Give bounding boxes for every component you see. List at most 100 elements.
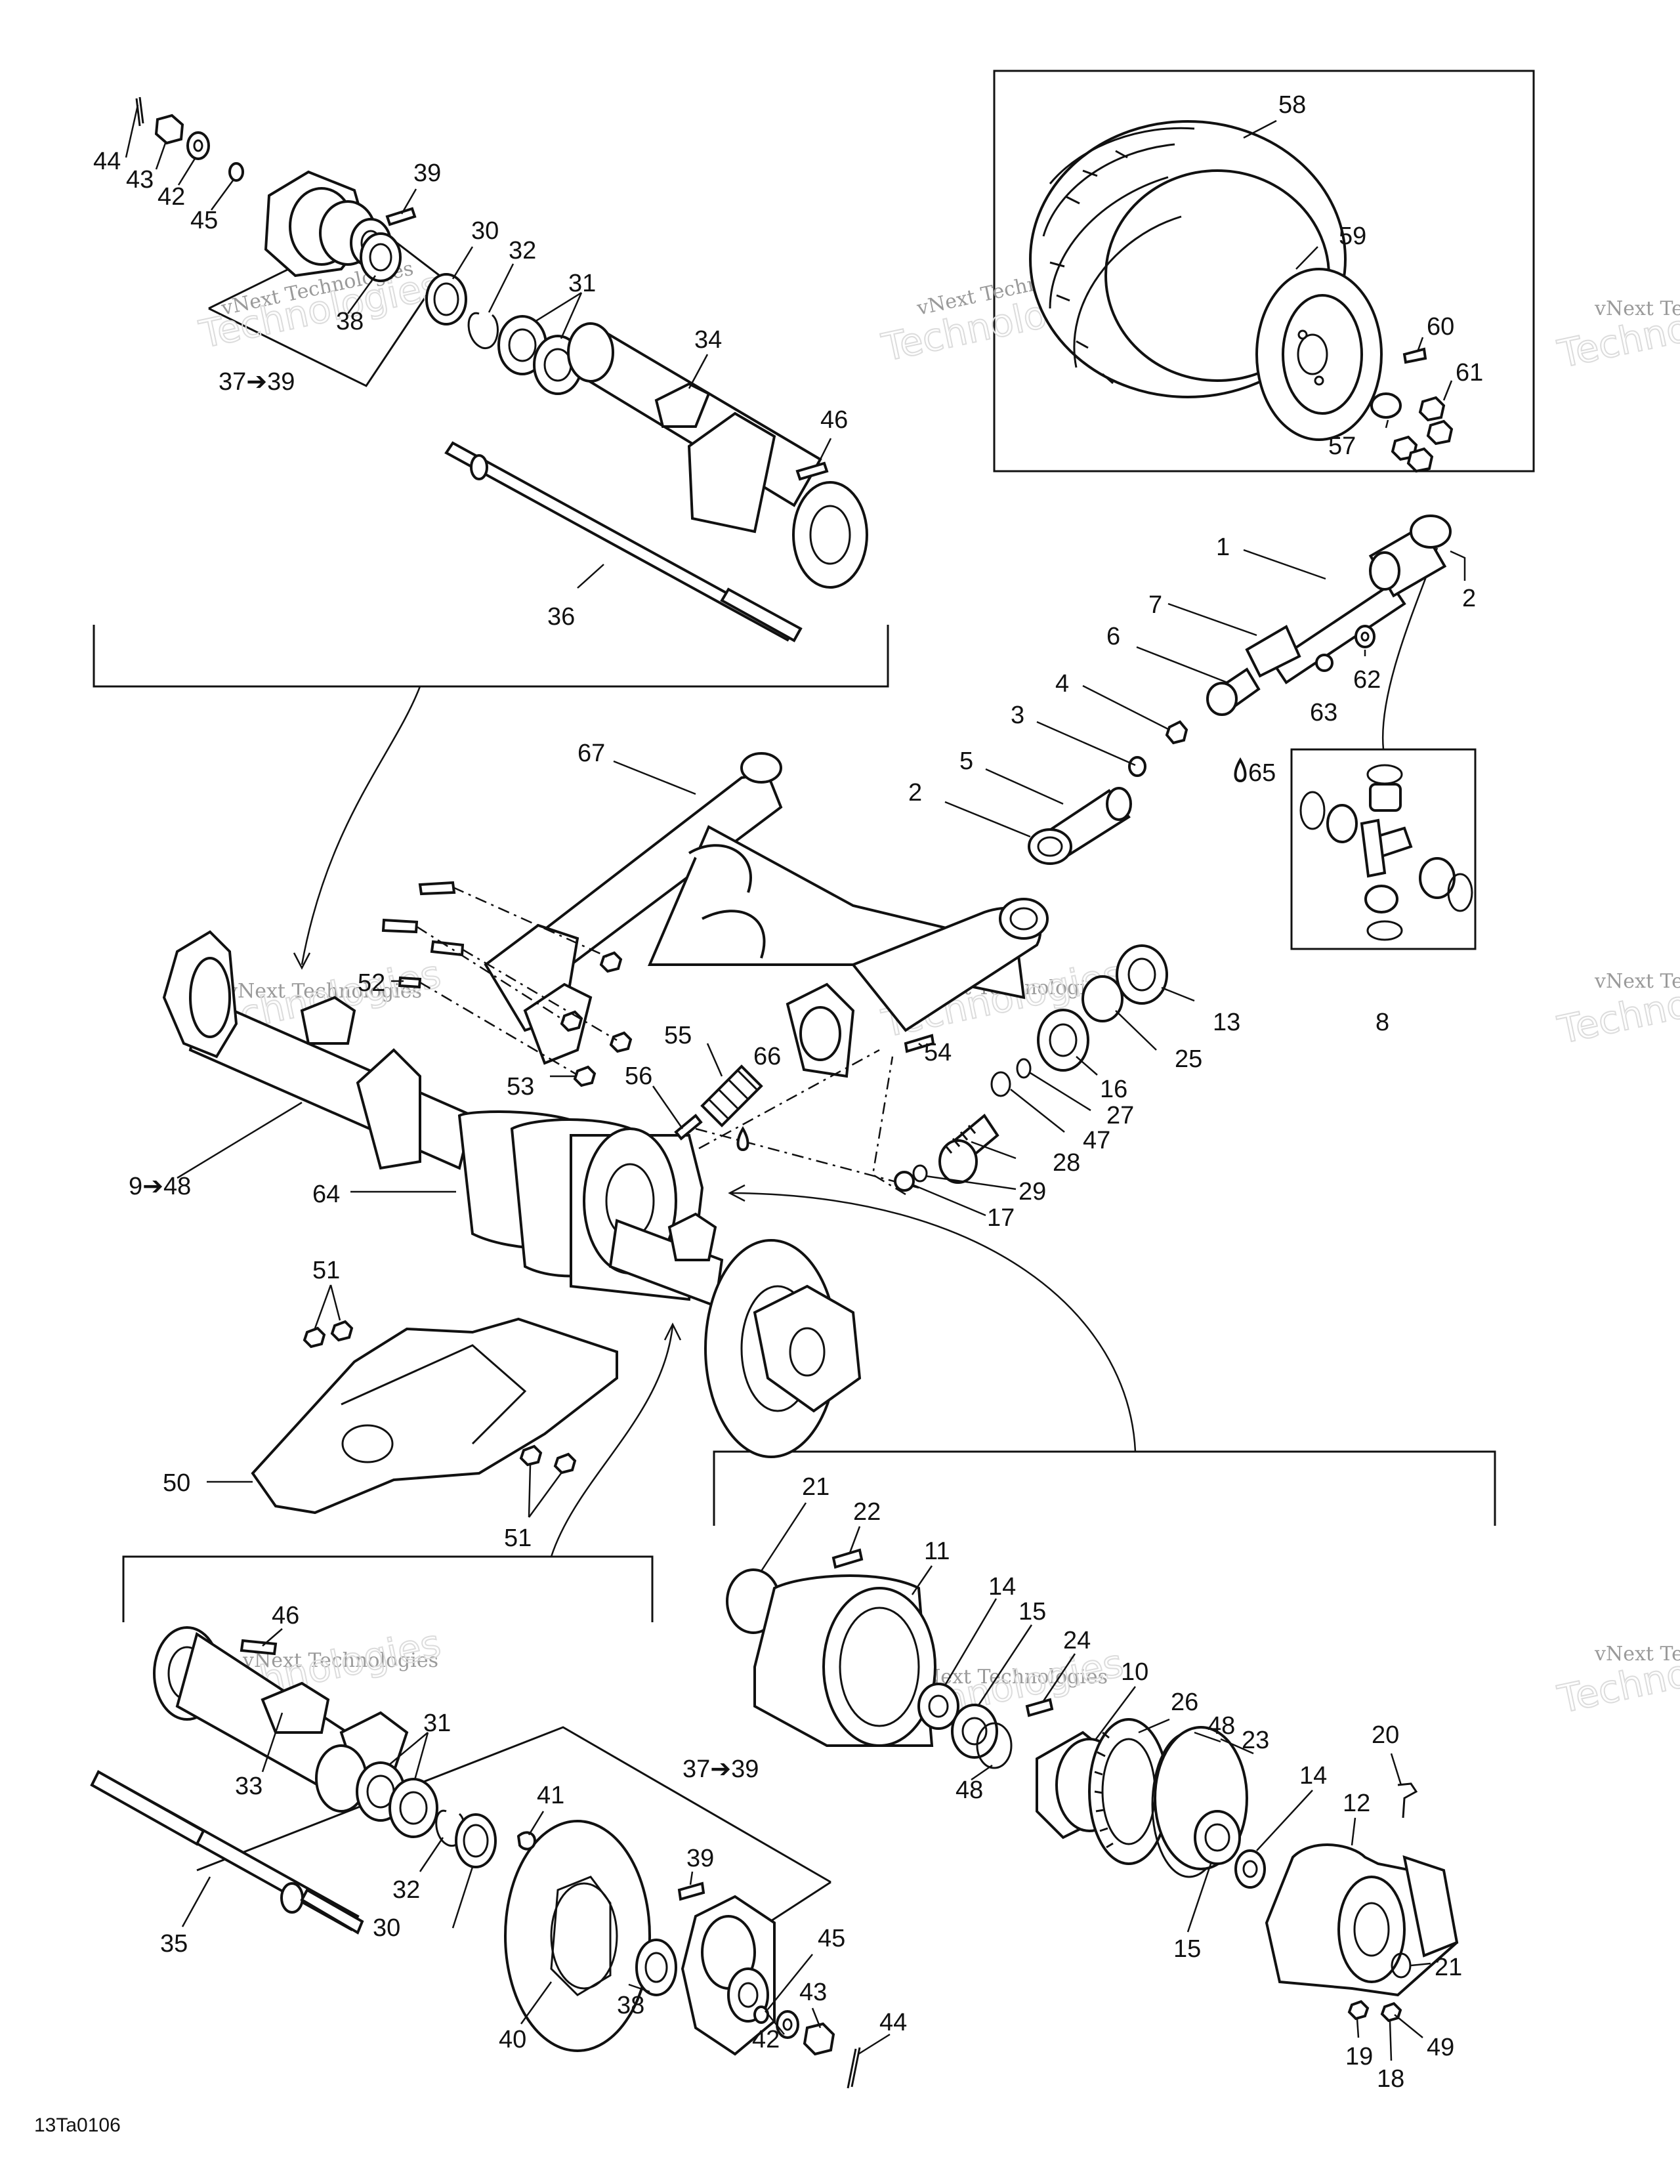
callout-60: 60 bbox=[1427, 313, 1454, 341]
ring-45 bbox=[228, 162, 244, 182]
callout-25: 25 bbox=[1175, 1045, 1202, 1073]
bolt-left-3 bbox=[430, 940, 465, 957]
callout-3: 3 bbox=[1011, 702, 1024, 729]
fitting-20 bbox=[1397, 1782, 1418, 1818]
callout-48-right: 48 bbox=[1208, 1712, 1235, 1740]
boot-5 bbox=[1028, 787, 1132, 865]
callout-30-top: 30 bbox=[471, 217, 499, 245]
callout-17: 17 bbox=[987, 1204, 1015, 1232]
bottom-left-bracket bbox=[122, 1555, 654, 1622]
callout-12: 12 bbox=[1343, 1790, 1370, 1817]
bearing-15a bbox=[951, 1704, 998, 1759]
drop-66 bbox=[736, 1126, 749, 1152]
bearing-14b bbox=[1234, 1849, 1266, 1889]
bolt-left-2 bbox=[381, 918, 419, 934]
callout-67: 67 bbox=[578, 740, 605, 767]
callout-63: 63 bbox=[1310, 699, 1337, 726]
callout-15-top: 15 bbox=[1018, 1598, 1046, 1626]
axle-tube-33 bbox=[153, 1626, 409, 1813]
curve-bottom-to-axle bbox=[550, 1325, 674, 1557]
seal-13 bbox=[1116, 944, 1168, 1005]
connector-curves bbox=[293, 547, 1438, 1557]
pivot-brackets bbox=[484, 923, 593, 1065]
circlip-32 bbox=[467, 312, 499, 349]
arrow-head-3 bbox=[663, 1322, 682, 1341]
plug-19 bbox=[1347, 2000, 1370, 2021]
rim-59 bbox=[1255, 268, 1383, 441]
bolt-left-4 bbox=[398, 976, 422, 989]
hub-group-bracket-l bbox=[208, 275, 441, 387]
seal-38b bbox=[635, 1939, 677, 1996]
swing-arm-67 bbox=[484, 752, 1049, 1078]
callout-55: 55 bbox=[664, 1022, 692, 1049]
callout-41: 41 bbox=[537, 1782, 564, 1809]
callout-61: 61 bbox=[1456, 359, 1483, 387]
differential-bracket bbox=[713, 1450, 1496, 1526]
bearing-17 bbox=[894, 1171, 915, 1192]
callout-45-bottom: 45 bbox=[818, 1925, 845, 1952]
arrow-head-2 bbox=[728, 1184, 746, 1202]
callout-39-top: 39 bbox=[413, 159, 441, 187]
stud-60 bbox=[1402, 347, 1427, 364]
washer-3 bbox=[1128, 756, 1146, 777]
wheel-frame bbox=[993, 70, 1535, 472]
bracket-left bbox=[300, 996, 356, 1045]
bolt-46a bbox=[795, 461, 829, 481]
leader-lines bbox=[125, 104, 1466, 2061]
callout-33: 33 bbox=[235, 1773, 262, 1800]
callout-29: 29 bbox=[1018, 1178, 1046, 1206]
watermark-big-9: Technologies bbox=[1554, 1628, 1680, 1722]
callout-40: 40 bbox=[499, 2026, 526, 2053]
nut-51c bbox=[519, 1444, 543, 1467]
fitting-56 bbox=[674, 1114, 703, 1141]
nut-left-2 bbox=[560, 1010, 583, 1032]
callout-51-top: 51 bbox=[312, 1257, 340, 1284]
callout-26: 26 bbox=[1171, 1689, 1198, 1716]
skid-plate-group bbox=[251, 1317, 618, 1515]
axle-shaft-36 bbox=[444, 441, 803, 642]
washer-42b bbox=[776, 2010, 799, 2039]
callout-34: 34 bbox=[694, 326, 722, 354]
seal-38 bbox=[360, 232, 402, 282]
callout-28: 28 bbox=[1053, 1149, 1080, 1177]
callout-32-top: 32 bbox=[509, 237, 536, 264]
callout-37-39-bottom: 37➔39 bbox=[682, 1755, 759, 1783]
seal-30b bbox=[455, 1813, 497, 1868]
flange-top bbox=[792, 481, 868, 589]
mount-plate-left bbox=[356, 1048, 421, 1170]
watermark-big-3: Technologies bbox=[1554, 282, 1680, 377]
callout-24: 24 bbox=[1063, 1627, 1091, 1654]
callout-46-top: 46 bbox=[820, 406, 848, 434]
callout-31-bottom: 31 bbox=[423, 1710, 451, 1737]
callout-43-bottom: 43 bbox=[799, 1979, 827, 2006]
bolt-24 bbox=[1025, 1698, 1054, 1717]
wheel-assembly bbox=[1029, 120, 1454, 473]
differential-housing-64 bbox=[457, 1110, 704, 1301]
callout-48-left: 48 bbox=[956, 1776, 983, 1804]
callout-31-top: 31 bbox=[568, 270, 596, 297]
callout-37-39-top: 37➔39 bbox=[219, 368, 295, 396]
nut-61d bbox=[1406, 447, 1434, 473]
rear-axle-housing bbox=[162, 930, 919, 1458]
bolt-39 bbox=[385, 207, 417, 226]
bolt-46b bbox=[240, 1639, 278, 1656]
figure-code: 13Ta0106 bbox=[34, 2114, 121, 2136]
differential-assembly bbox=[726, 1548, 1459, 2023]
watermark-4: vNext Technologies bbox=[226, 980, 422, 1003]
callout-21-bottom: 21 bbox=[1435, 1954, 1462, 1981]
callout-44-top: 44 bbox=[93, 148, 121, 175]
nut-53 bbox=[573, 1065, 597, 1087]
callout-57: 57 bbox=[1328, 432, 1356, 460]
flange-25 bbox=[1082, 975, 1124, 1022]
callout-53: 53 bbox=[507, 1073, 534, 1101]
hub-group-bracket-top bbox=[196, 1726, 831, 1883]
callout-43-top: 43 bbox=[126, 166, 154, 194]
callout-20: 20 bbox=[1372, 1721, 1399, 1749]
shim-48a bbox=[976, 1722, 1013, 1769]
callout-64: 64 bbox=[312, 1181, 340, 1208]
bracket-34 bbox=[654, 382, 711, 428]
callout-2-top: 2 bbox=[1462, 585, 1476, 612]
hub-bottom bbox=[681, 1895, 776, 2056]
callout-42-top: 42 bbox=[158, 183, 185, 211]
